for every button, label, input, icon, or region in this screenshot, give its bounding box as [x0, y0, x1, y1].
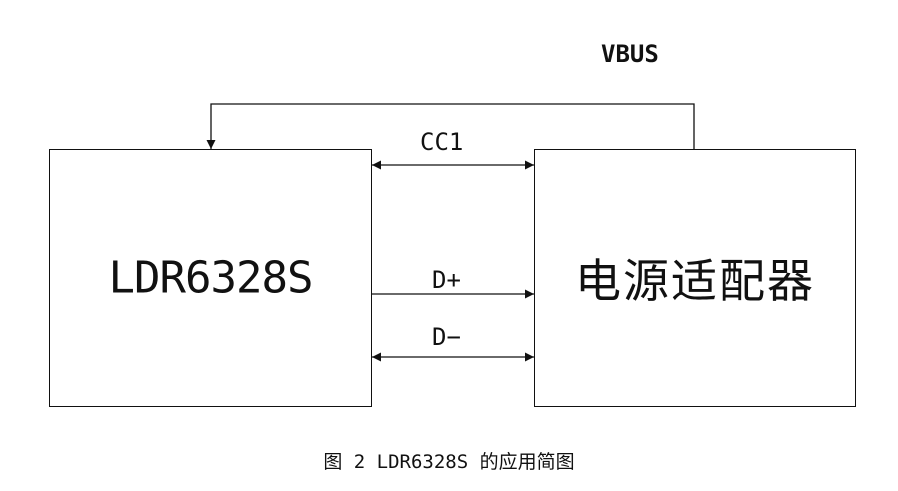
cc1-label: CC1 — [420, 128, 464, 156]
vbus-line — [206, 103, 695, 149]
figure-caption: 图 2 LDR6328S 的应用简图 — [323, 451, 575, 473]
dplus-label: D+ — [432, 266, 461, 294]
vbus-label: VBUS — [601, 40, 659, 68]
power-adapter-block: 电源适配器 — [534, 149, 856, 407]
ldr6328s-block: LDR6328S — [49, 149, 372, 407]
power-adapter-label: 电源适配器 — [575, 254, 815, 308]
dminus-label: D− — [432, 323, 461, 351]
ldr6328s-label: LDR6328S — [108, 252, 314, 304]
